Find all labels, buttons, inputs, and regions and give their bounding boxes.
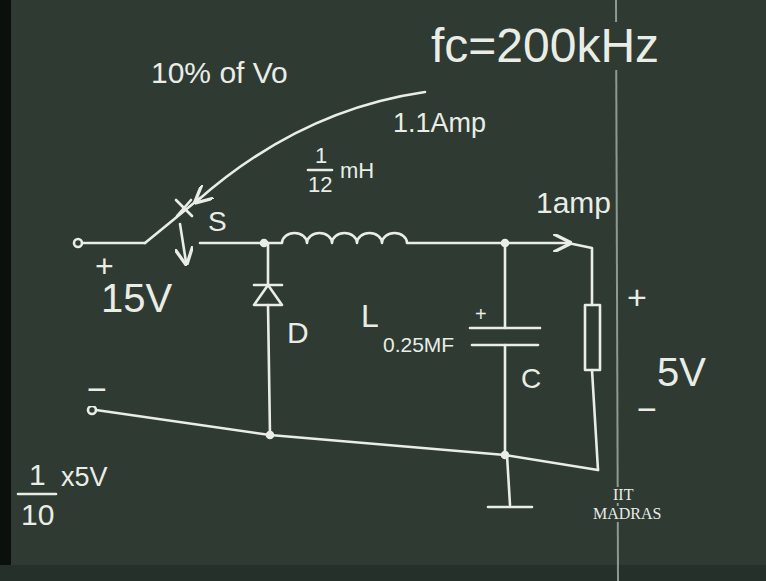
- frequency-note: fc=200kHz: [430, 22, 660, 70]
- wire: [200, 242, 262, 245]
- fraction-bar: [18, 493, 56, 496]
- part-name: C: [520, 365, 542, 393]
- capacitance-label: 0.25MF: [382, 334, 455, 355]
- wire: [504, 345, 507, 455]
- wire: [267, 243, 270, 285]
- watermark: MADRAS: [592, 506, 662, 522]
- capacitor-symbol: [470, 327, 540, 330]
- diode-symbol: [254, 285, 282, 305]
- wire: [96, 410, 598, 470]
- part-name: S: [207, 208, 228, 236]
- voltage-label: 5V: [656, 352, 707, 392]
- wire: [568, 243, 592, 305]
- wire: [82, 242, 145, 245]
- ground-symbol: [488, 506, 532, 509]
- wire: [268, 305, 270, 435]
- fraction-denominator: 12: [307, 174, 333, 196]
- switch-mark: [176, 200, 192, 216]
- board-bottom: [0, 565, 766, 581]
- wire: [507, 455, 510, 505]
- current-note: 1.1Amp: [392, 110, 487, 137]
- switch-arrow: [180, 224, 186, 262]
- part-name: L: [360, 300, 380, 332]
- note-text: 10% of Vo: [150, 58, 289, 88]
- unit-label: mH: [339, 160, 375, 182]
- switch-mark: [177, 200, 191, 216]
- fraction-bar: [308, 169, 332, 172]
- wire: [592, 370, 598, 470]
- polarity-sign: −: [86, 372, 108, 406]
- ripple-note: x5V: [60, 464, 109, 491]
- polarity-sign: +: [474, 304, 488, 324]
- junction-dot: [267, 432, 273, 438]
- watermark: IIT: [612, 487, 634, 503]
- callout-arrow: [197, 92, 425, 201]
- current-arrow: [505, 242, 568, 245]
- switch-symbol: [145, 198, 200, 243]
- resistor-symbol: [585, 305, 600, 370]
- inductor-symbol: [264, 233, 505, 243]
- fraction-numerator: 1: [28, 460, 47, 490]
- part-name: D: [286, 318, 310, 348]
- voltage-label: 15V: [100, 278, 173, 318]
- board-edge: [0, 0, 11, 581]
- current-label: 1amp: [535, 188, 612, 218]
- polarity-sign: −: [636, 392, 658, 426]
- wire: [504, 243, 507, 328]
- fraction-denominator: 10: [20, 500, 55, 530]
- polarity-sign: +: [626, 280, 648, 314]
- fraction-numerator: 1: [314, 145, 328, 167]
